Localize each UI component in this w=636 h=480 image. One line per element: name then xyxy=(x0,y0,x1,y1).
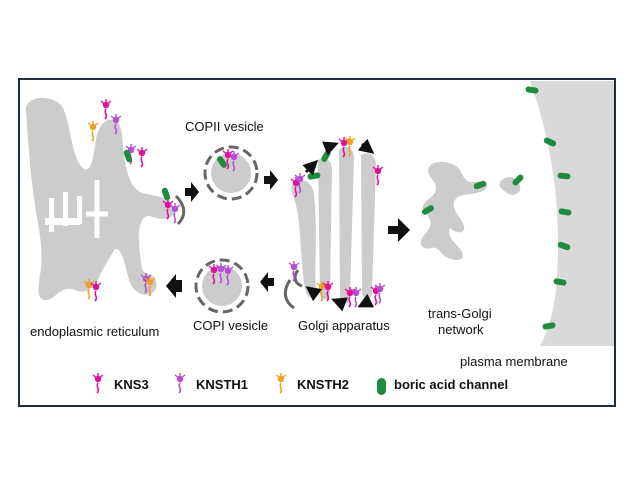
legend-label-kns3: KNS3 xyxy=(114,377,149,392)
label-plasma-membrane: plasma membrane xyxy=(460,354,568,369)
arrow-er-to-copii xyxy=(185,182,199,202)
flow-arrows xyxy=(166,170,410,298)
label-golgi-apparatus: Golgi apparatus xyxy=(298,318,390,333)
label-copi-vesicle: COPI vesicle xyxy=(193,318,268,333)
copi-vesicle xyxy=(194,258,250,314)
channel-icon xyxy=(377,378,386,395)
legend-label-knsth1: KNSTH1 xyxy=(196,377,248,392)
endoplasmic-reticulum xyxy=(25,97,186,302)
legend-label-knsth2: KNSTH2 xyxy=(297,377,349,392)
copii-vesicle xyxy=(203,145,259,201)
legend: KNS3 KNSTH1 KNSTH2 boric acid channel xyxy=(92,372,508,395)
label-trans-golgi: trans-Golgi xyxy=(428,306,492,321)
plasma-membrane xyxy=(525,81,614,346)
label-network: network xyxy=(438,322,484,337)
trans-golgi-network xyxy=(420,161,525,260)
label-endoplasmic-reticulum: endoplasmic reticulum xyxy=(30,324,159,339)
arrow-golgi-to-copi xyxy=(260,272,274,292)
golgi-apparatus xyxy=(283,135,386,312)
label-copii-vesicle: COPII vesicle xyxy=(185,119,264,134)
arrow-copii-to-golgi xyxy=(264,170,278,190)
legend-label-boric-acid-channel: boric acid channel xyxy=(394,377,508,392)
arrow-golgi-to-tgn xyxy=(388,218,410,242)
arrow-copi-to-er xyxy=(166,274,182,298)
